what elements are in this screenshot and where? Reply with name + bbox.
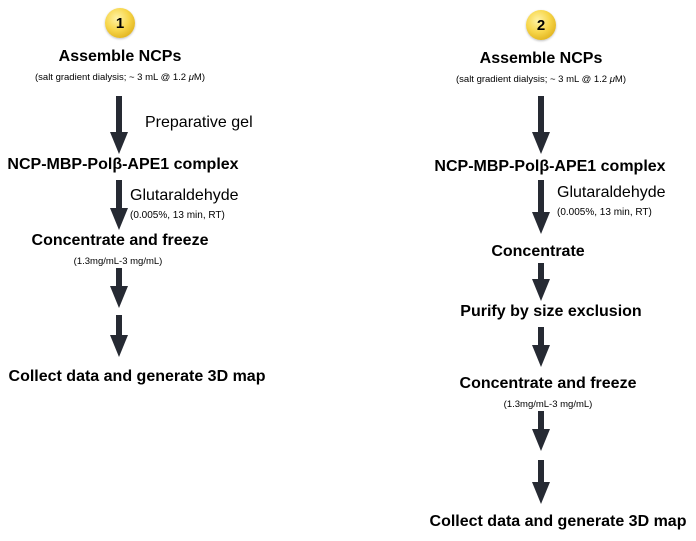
protocol-2-badge: 2: [526, 10, 556, 40]
left-step-concentrate-freeze-detail: (1.3mg/mL-3 mg/mL): [73, 256, 163, 267]
right-arrow-3: [532, 263, 550, 303]
right-arrow-2-label: Glutaraldehyde: [557, 184, 666, 201]
right-arrow-1: [532, 96, 550, 156]
left-arrow-2-detail: (0.005%, 13 min, RT): [130, 210, 225, 221]
right-arrow-6: [532, 460, 550, 506]
right-step-purify: Purify by size exclusion: [460, 303, 642, 320]
right-arrow-5: [532, 411, 550, 453]
right-step-assemble-ncps-detail: (salt gradient dialysis; ~ 3 mL @ 1.2 μM…: [455, 74, 627, 85]
right-step-collect-data: Collect data and generate 3D map: [429, 513, 687, 530]
left-step-assemble-ncps-detail: (salt gradient dialysis; ~ 3 mL @ 1.2 μM…: [34, 72, 206, 83]
left-arrow-1: [110, 96, 128, 156]
left-step-assemble-ncps: Assemble NCPs: [58, 48, 182, 65]
right-step-concentrate: Concentrate: [491, 243, 585, 260]
left-step-collect-data: Collect data and generate 3D map: [8, 368, 266, 385]
right-arrow-2-detail: (0.005%, 13 min, RT): [557, 207, 652, 218]
left-arrow-1-label: Preparative gel: [145, 114, 253, 131]
left-arrow-2: [110, 180, 128, 232]
right-step-complex: NCP-MBP-Polβ-APE1 complex: [434, 158, 666, 175]
left-step-concentrate-freeze: Concentrate and freeze: [31, 232, 209, 249]
left-arrow-2-label: Glutaraldehyde: [130, 187, 239, 204]
right-arrow-4: [532, 327, 550, 369]
right-step-assemble-ncps: Assemble NCPs: [479, 50, 603, 67]
left-step-complex: NCP-MBP-Polβ-APE1 complex: [7, 156, 239, 173]
right-arrow-2: [532, 180, 550, 236]
protocol-1-badge: 1: [105, 8, 135, 38]
right-step-concentrate-freeze-detail: (1.3mg/mL-3 mg/mL): [503, 399, 593, 410]
left-arrow-4: [110, 315, 128, 359]
right-step-concentrate-freeze: Concentrate and freeze: [459, 375, 637, 392]
left-arrow-3: [110, 268, 128, 310]
